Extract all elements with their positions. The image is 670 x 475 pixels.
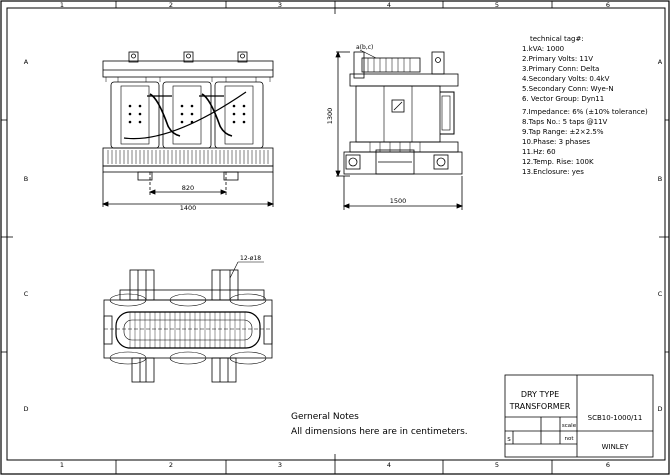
front-view — [101, 51, 275, 207]
col-label: 2 — [169, 1, 173, 9]
dim-label-1400: 1400 — [180, 204, 197, 212]
scale-value: not — [564, 436, 574, 442]
row-label: D — [23, 405, 28, 413]
title-name-line1: DRY TYPE — [521, 390, 559, 399]
row-labels-right: A B C D — [657, 58, 662, 413]
coil-tube-plan — [115, 311, 261, 349]
spec-item: 8.Taps No.: 5 taps @11V — [522, 118, 608, 126]
title-block — [504, 374, 654, 458]
top-yoke-side — [349, 73, 459, 87]
spec-item: 6. Vector Group: Dyn11 — [522, 95, 604, 103]
col-label: 4 — [387, 1, 391, 9]
bolt-callout: 12-ø18 — [240, 255, 261, 262]
lv-bracket — [211, 357, 237, 383]
col-label: 2 — [169, 461, 173, 469]
model-number: SCB10-1000/11 — [588, 414, 643, 422]
lifting-lug — [183, 51, 194, 63]
spec-item: 1.kVA: 1000 — [522, 45, 564, 53]
sheet-s-label: S — [507, 437, 511, 443]
core-foot — [375, 149, 415, 175]
spec-item: 7.Impedance: 6% (±10% tolerance) — [522, 108, 648, 116]
column-labels-top: 1 2 3 4 5 6 — [60, 1, 610, 9]
inner-frame — [6, 7, 666, 461]
bottom-yoke-side — [349, 141, 459, 153]
row-label: C — [24, 290, 29, 298]
hv-bracket — [211, 269, 239, 301]
col-label: 1 — [60, 1, 64, 9]
title-name-line2: TRANSFORMER — [509, 402, 571, 411]
row-label: A — [658, 58, 663, 66]
row-label: D — [657, 405, 662, 413]
spec-item: 3.Primary Conn: Delta — [522, 65, 599, 73]
spec-item: 9.Tap Range: ±2×2.5% — [522, 128, 604, 136]
tap-changer-plate — [391, 99, 405, 113]
row-label: C — [658, 290, 663, 298]
col-label: 3 — [278, 1, 282, 9]
row-label: B — [658, 175, 662, 183]
company-name: WINLEY — [602, 443, 630, 451]
coil-c — [214, 81, 264, 149]
spec-item: 2.Primary Volts: 11V — [522, 55, 593, 63]
tap-terminals — [128, 104, 246, 124]
lv-terminal-bus — [361, 57, 421, 73]
col-label: 6 — [606, 461, 610, 469]
hv-bracket — [129, 269, 155, 301]
col-label: 5 — [495, 1, 499, 9]
dim-label-1500: 1500 — [390, 197, 407, 205]
spec-item: 13.Enclosure: yes — [522, 168, 584, 176]
row-labels-left: A B C D — [23, 58, 28, 413]
spec-item: 11.Hz: 60 — [522, 148, 556, 156]
base-channel — [102, 165, 274, 173]
col-label: 4 — [387, 461, 391, 469]
lifting-lug-side — [431, 51, 445, 75]
delta-link — [149, 93, 181, 137]
scale-label: scale — [562, 423, 577, 429]
spec-item: 12.Temp. Rise: 100K — [522, 158, 594, 166]
lv-bracket — [131, 357, 155, 383]
col-label: 1 — [60, 461, 64, 469]
spec-item: 5.Secondary Conn: Wye-N — [522, 85, 614, 93]
title-block-text: DRY TYPE TRANSFORMER SCB10-1000/11 scale… — [507, 390, 642, 451]
row-label: B — [24, 175, 28, 183]
notes-title: Gerneral Notes — [291, 412, 359, 422]
top-view — [103, 261, 273, 383]
spec-item: 10.Phase: 3 phases — [522, 138, 590, 146]
column-labels-bottom: 1 2 3 4 5 6 — [60, 461, 610, 469]
cooling-fins — [107, 150, 269, 164]
col-label: 6 — [606, 1, 610, 9]
dim-label-1300: 1300 — [326, 108, 334, 125]
coil-b — [162, 81, 212, 149]
row-label: A — [24, 58, 29, 66]
col-label: 5 — [495, 461, 499, 469]
spec-item: 4.Secondary Volts: 0.4kV — [522, 75, 610, 83]
top-clamp — [102, 60, 274, 78]
col-label: 3 — [278, 461, 282, 469]
side-view — [335, 49, 464, 210]
technical-tag: technical tag#: 1.kVA: 1000 2.Primary Vo… — [522, 35, 648, 176]
terminal-label: a(b,c) — [356, 44, 373, 51]
lifting-lug — [128, 51, 139, 63]
technical-title: technical tag#: — [530, 35, 584, 43]
lifting-lug — [237, 51, 248, 63]
notes-line: All dimensions here are in centimeters. — [291, 427, 468, 437]
dim-label-820: 820 — [182, 184, 194, 192]
delta-link — [201, 93, 233, 137]
delta-link — [123, 91, 247, 140]
coil-side — [355, 85, 441, 143]
